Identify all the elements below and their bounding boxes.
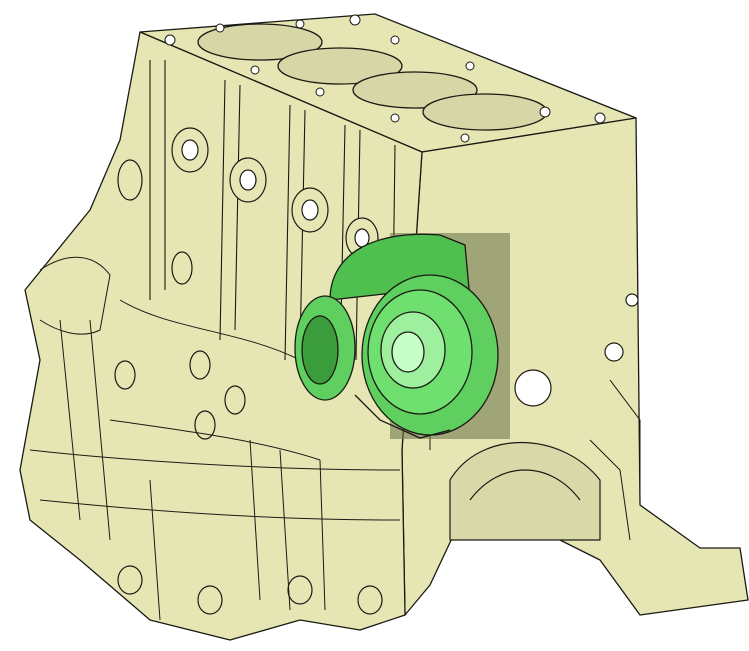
cylinder-bore-2 <box>277 47 403 85</box>
cylinder-bore-4 <box>422 93 548 131</box>
cylinder-bore-1 <box>197 23 323 61</box>
water-pump-housing-icon[interactable] <box>294 233 510 439</box>
